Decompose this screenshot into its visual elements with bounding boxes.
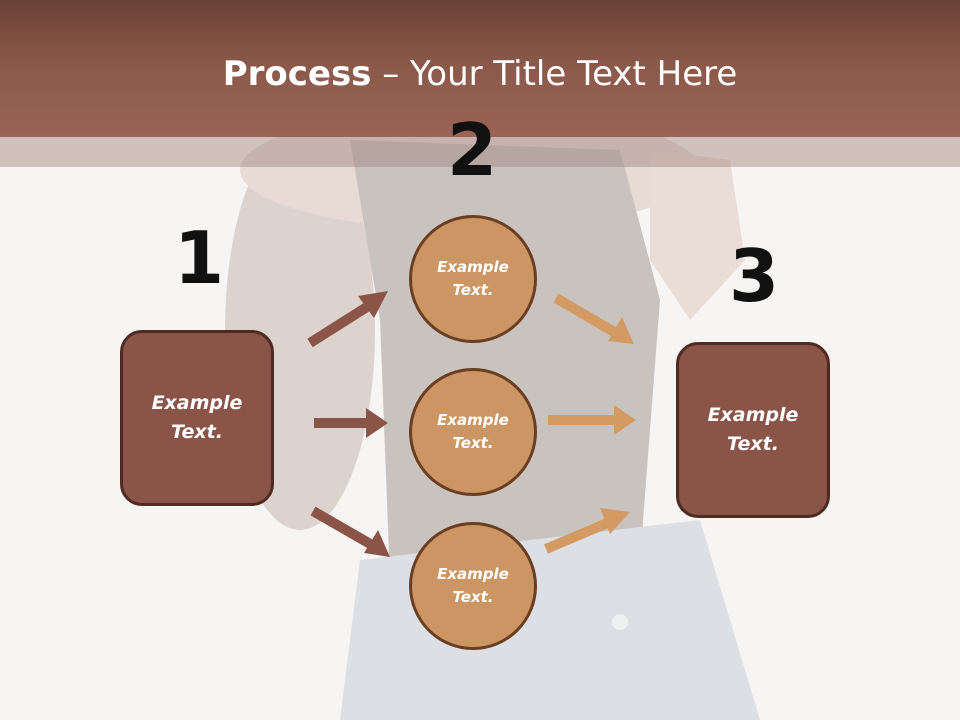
step-number-1: 1 [173, 216, 225, 300]
arrow-top-to-right [553, 293, 634, 344]
slide-title: Process – Your Title Text Here [0, 52, 960, 96]
circle-top-text: Example Text. [437, 258, 509, 299]
arrow-left-to-middle [314, 408, 388, 438]
step-number-3: 3 [728, 234, 780, 318]
arrow-left-to-top [307, 291, 388, 348]
step2-circle-middle: Example Text. [409, 368, 537, 496]
step3-box: Example Text. [676, 342, 830, 518]
step2-circle-top: Example Text. [409, 215, 537, 343]
title-bar-strip [0, 137, 960, 167]
circle-middle-text: Example Text. [437, 411, 509, 452]
circle-bottom-text: Example Text. [437, 565, 509, 606]
step3-box-text: Example Text. [707, 404, 799, 455]
step2-circle-bottom: Example Text. [409, 522, 537, 650]
title-bold: Process [222, 54, 372, 94]
arrow-bottom-to-right [544, 508, 630, 554]
arrow-left-to-bottom [310, 506, 390, 557]
step1-box: Example Text. [120, 330, 274, 506]
arrow-middle-to-right [548, 405, 636, 435]
title-rest: – Your Title Text Here [371, 54, 738, 94]
step-number-2: 2 [446, 108, 498, 192]
title-bar [0, 0, 960, 137]
step1-box-text: Example Text. [151, 392, 243, 443]
